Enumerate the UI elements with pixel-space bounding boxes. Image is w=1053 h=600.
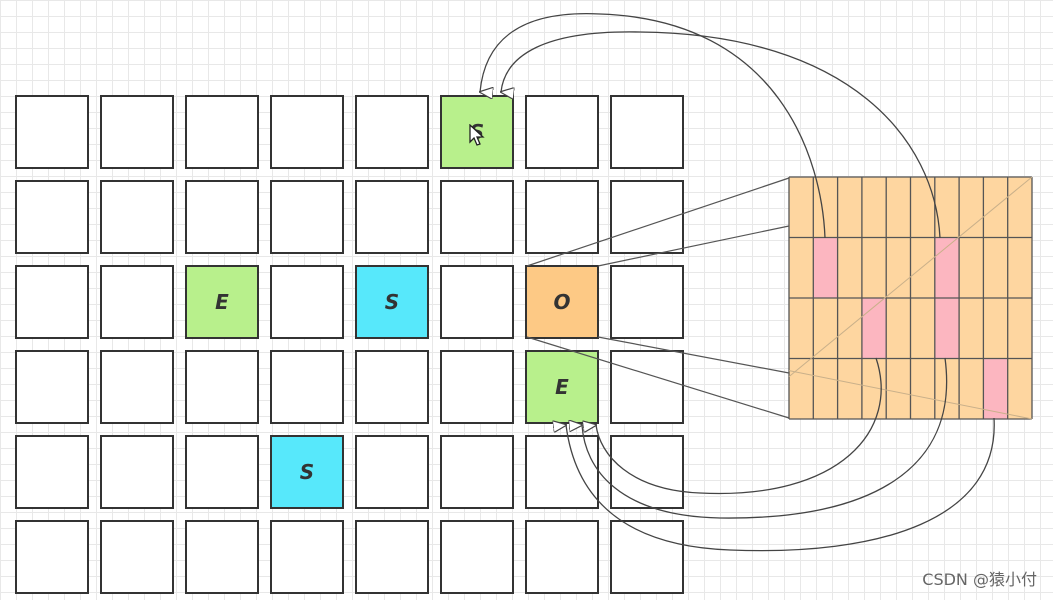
region-cell (100, 95, 174, 169)
region-cell (440, 350, 514, 424)
region-cell (100, 180, 174, 254)
old-generation-grid: SESOES (15, 95, 685, 597)
dirty-card (861, 298, 887, 359)
region-cell (185, 350, 259, 424)
region-cell (525, 520, 599, 594)
card-diagonal (788, 370, 1033, 420)
mouse-cursor-icon (469, 124, 485, 146)
region-cell (100, 520, 174, 594)
region-cell (610, 520, 684, 594)
region-cell (440, 435, 514, 509)
region-cell (15, 350, 89, 424)
zoom-line (526, 177, 790, 267)
region-cell (100, 350, 174, 424)
region-cell (100, 265, 174, 339)
region-cell (440, 180, 514, 254)
region-cell (15, 180, 89, 254)
region-cell (440, 520, 514, 594)
region-cell (355, 435, 429, 509)
dirty-card (934, 237, 960, 298)
region-cell (270, 265, 344, 339)
region-cell (270, 95, 344, 169)
region-cell (15, 265, 89, 339)
region-cell (610, 95, 684, 169)
region-o-cell: O (525, 265, 599, 339)
region-cell (355, 180, 429, 254)
region-cell (525, 95, 599, 169)
region-cell (440, 265, 514, 339)
region-cell (15, 95, 89, 169)
region-cell (185, 95, 259, 169)
dirty-card (934, 298, 960, 359)
dirty-card (983, 358, 1008, 419)
region-cell (270, 180, 344, 254)
zoom-line (597, 225, 790, 267)
region-cell (355, 95, 429, 169)
region-s-cell: S (270, 435, 344, 509)
watermark: CSDN @猿小付 (922, 570, 1037, 589)
region-cell (610, 435, 684, 509)
region-cell (185, 180, 259, 254)
reference-arrows (480, 13, 995, 552)
region-cell (100, 435, 174, 509)
reference-arrow (582, 357, 948, 519)
zoom-line (526, 336, 790, 419)
card-table (788, 176, 1033, 420)
region-cell (355, 520, 429, 594)
region-cell (610, 350, 684, 424)
region-cell (270, 350, 344, 424)
reference-arrow (501, 31, 941, 239)
region-cell (270, 520, 344, 594)
reference-arrow (566, 417, 995, 552)
region-cell (15, 520, 89, 594)
zoom-lines (526, 177, 790, 419)
card-diagonal (788, 176, 1033, 378)
dirty-card (813, 237, 838, 298)
reference-arrow (480, 13, 826, 239)
reference-arrow (596, 357, 882, 495)
region-cell (15, 435, 89, 509)
region-cell (185, 435, 259, 509)
region-cell (610, 265, 684, 339)
region-cell (185, 520, 259, 594)
region-s-cell: S (355, 265, 429, 339)
region-cell (355, 350, 429, 424)
zoom-line (597, 336, 790, 374)
region-cell (525, 180, 599, 254)
region-e-cell: E (185, 265, 259, 339)
region-cell (525, 435, 599, 509)
